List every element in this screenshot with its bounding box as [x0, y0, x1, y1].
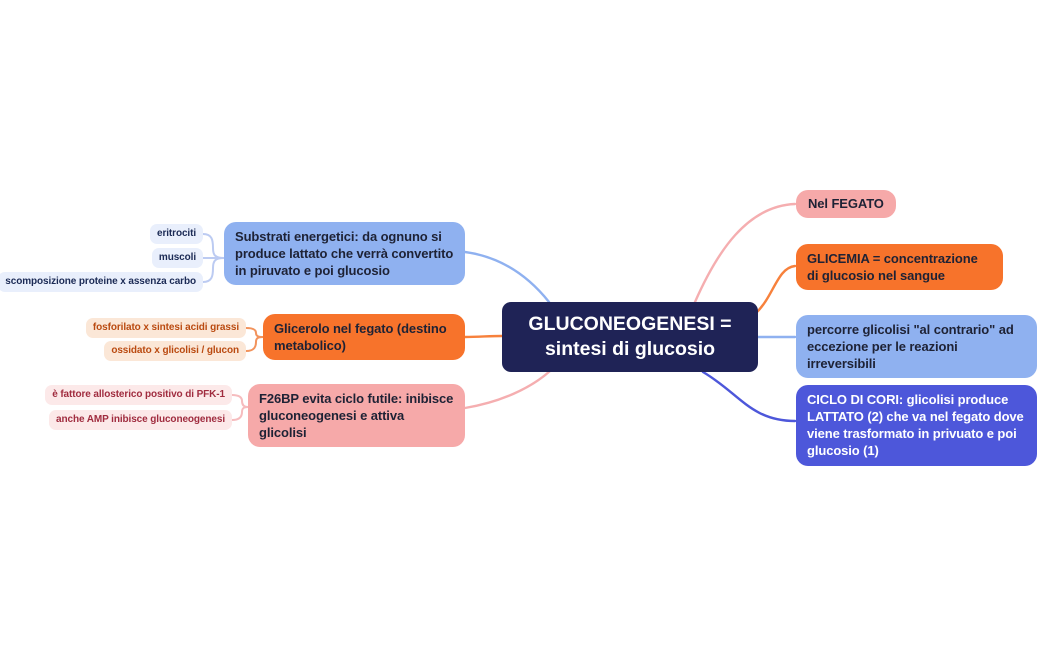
connector-eritrociti [202, 233, 225, 259]
connector-glicemia [754, 264, 797, 315]
connector-fattore-pfk1 [231, 394, 249, 408]
connector-glicerolo [463, 334, 504, 339]
connector-substrati [463, 250, 551, 304]
central-topic[interactable]: GLUCONEOGENESI = sintesi di glucosio [502, 302, 758, 372]
connector-fosforilato [245, 327, 264, 338]
subtopic-scomposizione-proteine[interactable]: scomposizione proteine x assenza carbo [0, 272, 203, 292]
subtopic-amp-inibisce[interactable]: anche AMP inibisce gluconeogenesi [49, 410, 232, 430]
subtopic-fosforilato[interactable]: fosforilato x sintesi acidi grassi [85, 318, 246, 338]
node-nel-fegato[interactable]: Nel FEGATO [796, 190, 896, 218]
node-glicemia[interactable]: GLICEMIA = concentrazione di glucosio ne… [796, 244, 1003, 291]
subtopic-ossidato[interactable]: ossidato x glicolisi / glucon [104, 341, 246, 361]
subtopic-fattore-allosterico[interactable]: è fattore allosterico positivo di PFK-1 [45, 385, 232, 405]
subtopic-muscoli[interactable]: muscoli [151, 248, 203, 268]
connector-scomposizione [202, 257, 225, 283]
node-substrati-energetici[interactable]: Substrati energetici: da ognuno si produ… [224, 222, 465, 286]
node-glicerolo-fegato[interactable]: Glicerolo nel fegato (destino metabolico… [263, 314, 465, 361]
connector-f26bp [463, 369, 552, 410]
node-percorre-glicolisi[interactable]: percorre glicolisi "al contrario" ad ecc… [796, 315, 1037, 379]
node-f26bp[interactable]: F26BP evita ciclo futile: inibisce gluco… [248, 384, 465, 448]
subtopic-eritrociti[interactable]: eritrociti [149, 224, 203, 244]
connector-nel-fegato [693, 202, 797, 304]
node-ciclo-di-cori[interactable]: CICLO DI CORI: glicolisi produce LATTATO… [796, 385, 1037, 466]
connector-ciclo-di-cori [701, 370, 797, 423]
connector-ossidato [245, 336, 264, 352]
connector-amp [231, 406, 249, 421]
